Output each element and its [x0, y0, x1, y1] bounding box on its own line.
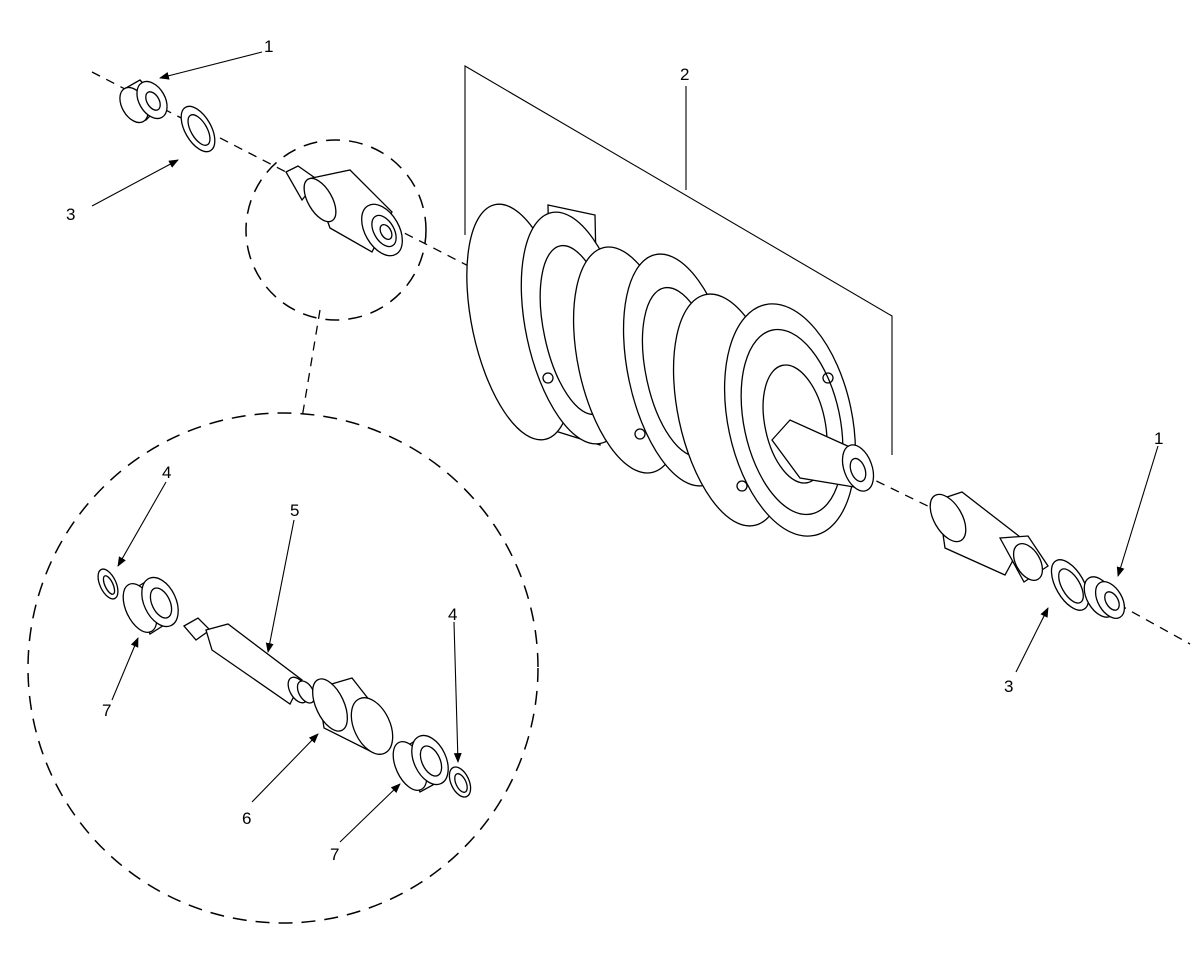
callout-4-right: 4: [448, 605, 457, 624]
bearing-right: [392, 734, 449, 793]
snap-ring-right: [448, 766, 472, 798]
end-cap-right: [1083, 576, 1126, 619]
end-cap-top-left: [119, 79, 168, 124]
detail-circle-small: [245, 139, 427, 419]
shaft-assembly-small: [285, 165, 403, 257]
callout-6: 6: [242, 809, 251, 828]
callout-3-right: 3: [1004, 677, 1013, 696]
callout-1-right: 1: [1154, 429, 1163, 448]
bearing-left: [122, 576, 179, 635]
callouts: 1 3 2 1 3 4 5 4 7 6 7: [66, 37, 1163, 864]
callout-5: 5: [290, 501, 299, 520]
callout-7-left: 7: [102, 701, 111, 720]
detail-circle-large: [27, 412, 539, 924]
callout-4-left: 4: [162, 463, 171, 482]
roller-assembly: [466, 203, 875, 537]
callout-3-top-left: 3: [66, 205, 75, 224]
leader-lines: [91, 51, 1159, 843]
callout-2: 2: [680, 65, 689, 84]
retaining-ring-top-left: [180, 105, 216, 153]
assembly-bracket: [464, 65, 893, 455]
spacer-6: [312, 677, 394, 755]
sleeve-right: [929, 491, 1049, 583]
callout-1-top-left: 1: [264, 37, 273, 56]
shaft-5: [182, 617, 316, 705]
snap-ring-left: [97, 568, 119, 600]
retaining-ring-right: [1050, 559, 1090, 611]
callout-7-bottom: 7: [330, 845, 339, 864]
